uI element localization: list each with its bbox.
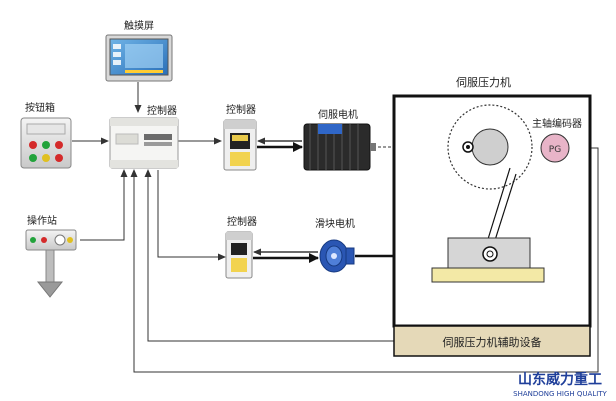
aux-equipment-label: 伺服压力机辅助设备 xyxy=(443,335,542,349)
flywheel-orbit xyxy=(447,104,533,190)
link-aux-controller xyxy=(144,169,394,342)
touchscreen-label: 触摸屏 xyxy=(124,19,154,32)
brand-logo: 山东威力重工 SHANDONG HIGH QUALITY xyxy=(513,371,607,398)
servo-driver-label: 控制器 xyxy=(226,103,256,116)
touchscreen-device xyxy=(105,34,173,82)
main-controller-device xyxy=(109,117,179,169)
press-label: 伺服压力机 xyxy=(456,75,511,89)
encoder-label: 主轴编码器 xyxy=(532,117,582,130)
operator-station-label: 操作站 xyxy=(27,214,57,227)
servo-motor-label: 伺服电机 xyxy=(318,108,358,121)
servo-driver-device xyxy=(223,119,257,171)
button-box-label: 按钮箱 xyxy=(25,101,55,114)
brand-subtitle: SHANDONG HIGH QUALITY xyxy=(513,390,607,398)
button-box-device xyxy=(20,117,72,169)
servo-motor-device xyxy=(303,123,376,171)
press-bed xyxy=(431,267,545,283)
slider-driver-label: 控制器 xyxy=(227,215,257,228)
slider-motor-device xyxy=(319,239,355,273)
pg-encoder-label: PG xyxy=(549,145,561,155)
brand-name: 山东威力重工 xyxy=(518,371,602,388)
aux-equipment-box xyxy=(393,325,591,357)
shaft-hub-core xyxy=(466,145,470,149)
operator-station-device xyxy=(25,229,77,298)
pg-encoder xyxy=(540,133,570,163)
slide-pin-core xyxy=(486,250,494,258)
slider-driver-device xyxy=(225,231,253,279)
link-controller-sliderdriver xyxy=(157,170,226,261)
main-controller-label: 控制器 xyxy=(147,104,177,117)
slider-motor-label: 滑块电机 xyxy=(315,217,355,230)
crank-disc xyxy=(471,128,509,166)
link-operator-controller xyxy=(80,169,128,241)
